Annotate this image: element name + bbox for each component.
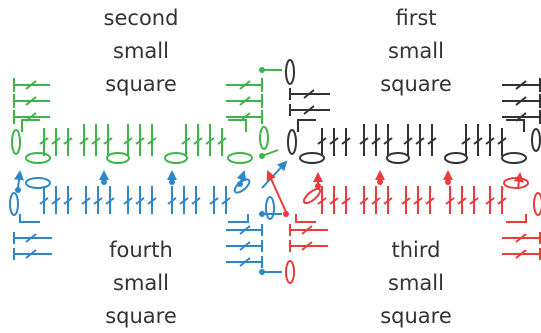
first-bottom-stitches (317, 124, 507, 156)
fourth-top-stitches (39, 186, 231, 214)
fourth-label-line-3: square (105, 304, 177, 328)
second-label-line-3: square (105, 72, 177, 96)
first-label-line-3: square (380, 72, 452, 96)
second-bottom-stitches (39, 124, 227, 156)
second-square-chart (11, 67, 282, 164)
first-right-side-stitches (502, 78, 541, 124)
first-label-line-2: small (388, 39, 444, 63)
second-label-line-2: small (113, 39, 169, 63)
third-left-side-stitches (289, 224, 328, 252)
third-right-side-stitches (502, 232, 541, 260)
fourth-right-side-stitches (226, 224, 263, 268)
third-label-line-1: third (391, 238, 441, 262)
fourth-label-line-2: small (113, 271, 169, 295)
fourth-left-side-stitches (13, 232, 52, 260)
second-right-side-stitches (226, 78, 263, 124)
third-label-line-3: square (380, 304, 452, 328)
first-square-label: first small square (341, 2, 491, 101)
second-left-side-stitches (13, 78, 50, 124)
first-left-side-stitches (289, 88, 330, 116)
third-square-chart (266, 170, 541, 284)
third-top-stitches (317, 186, 507, 214)
third-label-line-2: small (388, 271, 444, 295)
fourth-square-chart (9, 160, 288, 275)
fourth-square-label: fourth small square (66, 234, 216, 333)
first-label-line-1: first (395, 6, 437, 30)
fourth-label-line-1: fourth (109, 238, 173, 262)
second-label-line-1: second (103, 6, 179, 30)
first-square-chart (285, 59, 541, 164)
third-square-label: third small square (341, 234, 491, 333)
second-square-label: second small square (66, 2, 216, 101)
